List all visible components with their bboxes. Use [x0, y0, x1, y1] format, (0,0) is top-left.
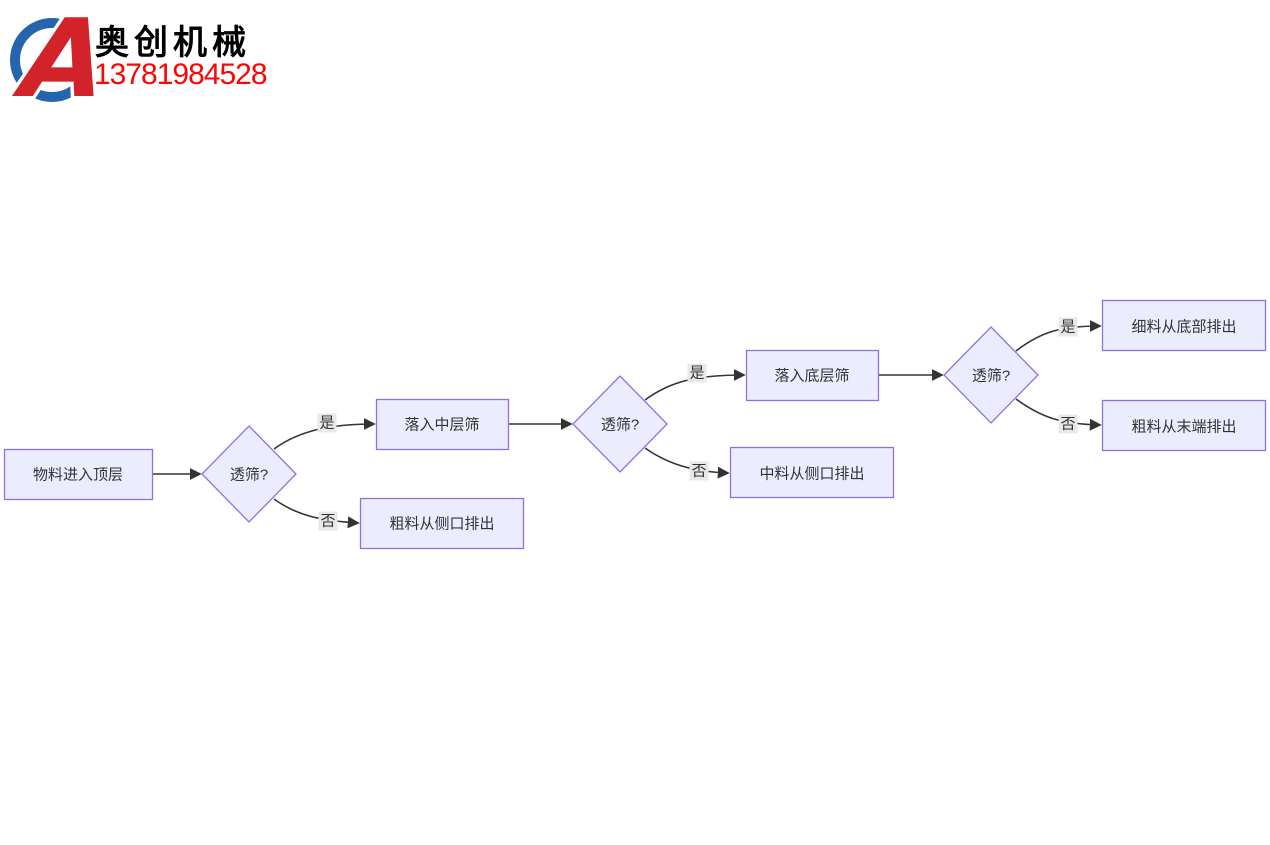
flow-node-sieve1: 透筛? — [229, 466, 269, 484]
edge-sieve2-no — [644, 447, 730, 479]
node-shape-sieve1 — [201, 425, 297, 523]
flow-node-coarse-end: 粗料从末端排出 — [1131, 418, 1237, 436]
node-shape-mid-sieve — [375, 398, 510, 451]
edge-label-no-2: 否 — [689, 461, 709, 481]
edge-sieve3-yes — [1015, 320, 1102, 352]
flow-node-fine-bottom: 细料从底部排出 — [1131, 318, 1237, 336]
node-shape-start — [3, 448, 154, 501]
flow-node-sieve3: 透筛? — [971, 367, 1011, 385]
edge-label-no-1: 否 — [318, 511, 338, 531]
node-shape-sieve2 — [572, 375, 668, 473]
flow-node-mid-sieve: 落入中层筛 — [404, 416, 480, 434]
node-shape-fine-bottom — [1101, 299, 1267, 352]
flow-node-shapes — [3, 299, 1267, 550]
node-shape-sieve3 — [943, 326, 1039, 424]
node-shape-mid-side — [729, 446, 895, 499]
brand-logo-icon: A — [6, 4, 98, 102]
flow-node-start: 物料进入顶层 — [32, 466, 124, 484]
edge-label-no-3: 否 — [1058, 414, 1078, 434]
edge-sieve1-no — [273, 498, 360, 529]
edge-label-yes-1: 是 — [317, 413, 337, 433]
company-name: 奥创机械 — [95, 24, 251, 62]
edge-label-yes-3: 是 — [1058, 317, 1078, 337]
flow-node-sieve2: 透筛? — [600, 416, 640, 434]
edge-label-yes-2: 是 — [687, 363, 707, 383]
phone-number: 13781984528 — [94, 58, 268, 91]
node-shape-bottom-sieve — [745, 349, 880, 402]
edge-sieve3-no — [1015, 398, 1102, 431]
flow-node-bottom-sieve: 落入底层筛 — [774, 367, 850, 385]
node-shape-coarse-end — [1101, 399, 1267, 452]
node-shape-coarse-side — [359, 497, 525, 550]
flow-node-mid-side: 中料从侧口排出 — [759, 465, 865, 483]
flow-node-coarse-side: 粗料从侧口排出 — [389, 515, 495, 533]
